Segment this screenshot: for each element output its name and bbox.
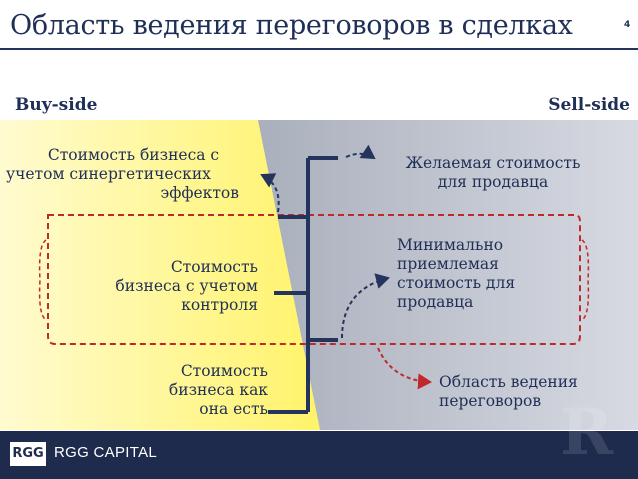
- right-brace: [581, 239, 590, 321]
- left-brace: [38, 239, 47, 321]
- minimum-line-3: стоимость для: [397, 274, 516, 292]
- as-is-value-label: Стоимость бизнеса как она есть: [100, 362, 268, 419]
- minimum-arrow: [341, 273, 390, 339]
- control-value-label: Стоимость бизнеса с учетом контроля: [60, 258, 258, 315]
- synergy-line-1: Стоимость бизнеса с: [47, 146, 220, 164]
- as-is-line-1: Стоимость: [180, 362, 268, 380]
- desired-line-2: для продавца: [437, 173, 549, 191]
- sell-side-label: Sell-side: [548, 95, 630, 115]
- synergy-line-3: эффектов: [160, 184, 239, 202]
- desired-value-label: Желаемая стоимость для продавца: [378, 154, 608, 192]
- synergy-line-2: учетом синергетических: [6, 165, 211, 183]
- valuation-diagram: [0, 120, 638, 430]
- desired-line-1: Желаемая стоимость: [405, 154, 581, 172]
- negotiation-line-1: Область ведения: [439, 373, 578, 391]
- minimum-line-1: Минимально: [397, 236, 504, 254]
- control-line-1: Стоимость: [170, 258, 258, 276]
- buy-side-area: [0, 120, 320, 430]
- control-line-3: контроля: [181, 296, 258, 314]
- minimum-value-label: Минимально приемлемая стоимость для прод…: [397, 236, 577, 312]
- control-line-2: бизнеса с учетом: [115, 277, 258, 295]
- buy-side-label: Buy-side: [15, 95, 98, 115]
- as-is-line-3: она есть: [199, 400, 268, 418]
- synergy-arrow: [260, 173, 280, 213]
- negotiation-arrow: [377, 347, 432, 390]
- page-number: 4: [624, 20, 631, 30]
- as-is-line-2: бизнеса как: [168, 381, 268, 399]
- negotiation-line-2: переговоров: [439, 392, 542, 410]
- rgg-watermark-icon: R: [560, 395, 614, 470]
- negotiation-boundary: [47, 214, 581, 345]
- minimum-line-4: продавца: [397, 293, 474, 311]
- synergy-value-label: Стоимость бизнеса с учетом синергетическ…: [0, 146, 245, 203]
- brand-name: RGG CAPITAL: [54, 444, 158, 461]
- slide-title: Область ведения переговоров в сделках: [10, 10, 573, 41]
- negotiation-area-label: Область ведения переговоров: [439, 373, 629, 411]
- desired-arrow: [345, 144, 376, 160]
- minimum-line-2: приемлемая: [397, 255, 499, 273]
- title-divider: [0, 48, 638, 50]
- rgg-logo-icon: RGG: [10, 442, 46, 466]
- footer-bar: [0, 431, 638, 479]
